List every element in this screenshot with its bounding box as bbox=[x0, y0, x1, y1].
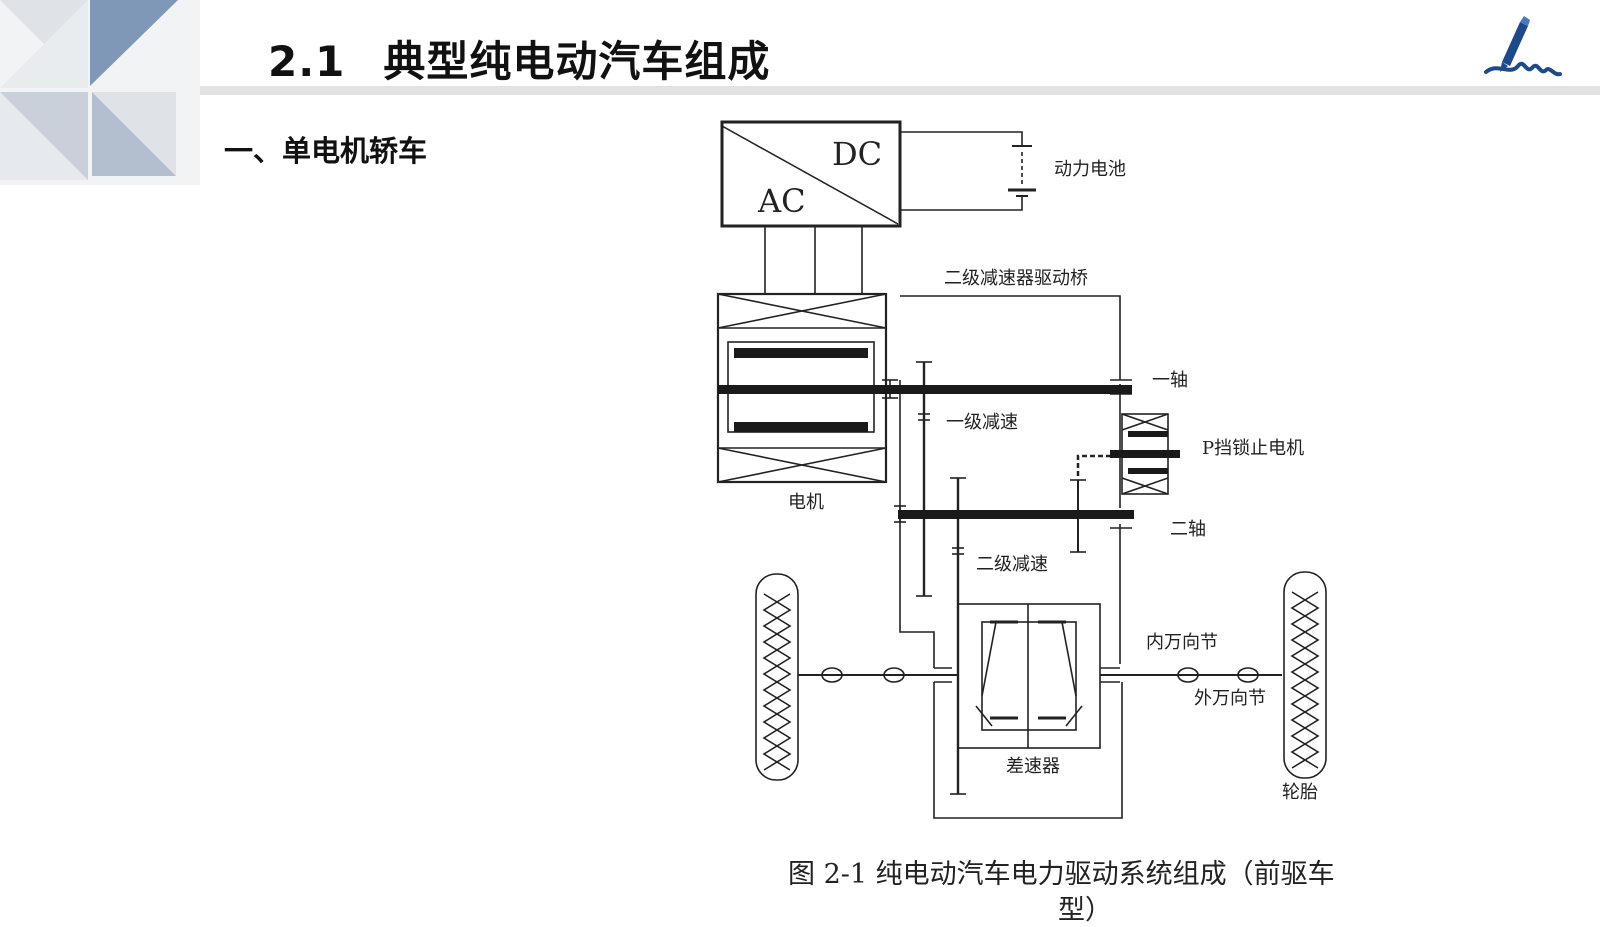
battery-label: 动力电池 bbox=[1054, 159, 1126, 180]
inverter-dc-label: DC bbox=[832, 135, 882, 173]
differential-housing bbox=[957, 603, 1101, 749]
inverter-box bbox=[720, 120, 902, 228]
shaft-1-label: 一轴 bbox=[1152, 370, 1188, 391]
page-title: 2.1 典型纯电动汽车组成 bbox=[268, 28, 770, 89]
title-number: 2.1 bbox=[268, 37, 346, 86]
inverter-ac-label: AC bbox=[757, 182, 806, 220]
corner-decoration-icon bbox=[0, 0, 200, 185]
figure-caption-continued: 型） bbox=[1058, 895, 1112, 926]
drive-axle-label: 二级减速器驱动桥 bbox=[944, 268, 1088, 289]
parking-motor-label: P挡锁止电机 bbox=[1202, 438, 1304, 459]
figure-caption: 图 2-1 纯电动汽车电力驱动系统组成（前驱车 bbox=[788, 859, 1335, 890]
tire-left bbox=[755, 573, 799, 781]
drive-system-diagram: DC AC 动力电池 二级减速器驱动桥 一轴 一级减速 P挡锁止电机 电机 二轴… bbox=[716, 120, 1327, 819]
pen-signature-icon bbox=[1484, 16, 1562, 77]
reduction-1-label: 一级减速 bbox=[946, 412, 1018, 433]
tire-right bbox=[1283, 571, 1327, 779]
section-heading: 一、单电机轿车 bbox=[224, 134, 428, 168]
title-divider bbox=[200, 86, 1600, 95]
reduction-2-label: 二级减速 bbox=[976, 554, 1048, 575]
inner-cv-joint-label: 内万向节 bbox=[1146, 632, 1218, 653]
shaft-1 bbox=[718, 385, 1132, 394]
differential-label: 差速器 bbox=[1006, 756, 1060, 777]
shaft-2 bbox=[898, 510, 1134, 519]
tire-label: 轮胎 bbox=[1282, 782, 1318, 803]
motor-label: 电机 bbox=[788, 492, 824, 513]
shaft-2-label: 二轴 bbox=[1170, 519, 1206, 540]
outer-cv-joint-label: 外万向节 bbox=[1194, 688, 1266, 709]
title-text: 典型纯电动汽车组成 bbox=[383, 37, 771, 86]
